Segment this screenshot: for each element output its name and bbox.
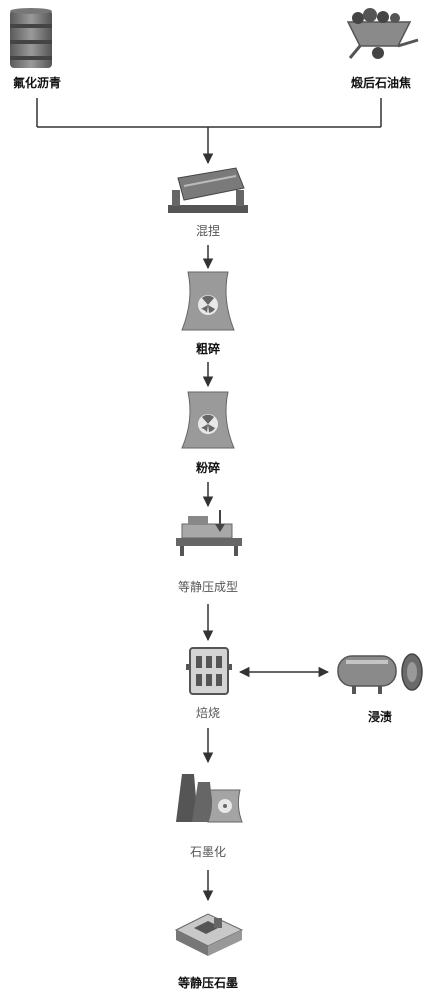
isostatic-press-icon xyxy=(176,510,242,556)
node-label-graphitization: 石墨化 xyxy=(189,845,227,859)
node-label-grinding: 粉碎 xyxy=(195,461,221,475)
node-label-coarse-crushing: 粗碎 xyxy=(195,342,221,356)
impregnation-tank-icon xyxy=(337,653,423,694)
wheelbarrow-icon xyxy=(346,8,419,59)
node-label-impregnation: 浸渍 xyxy=(367,710,393,724)
node-label-isostatic-graphite: 等静压石墨 xyxy=(177,976,239,990)
grinder-tower-icon xyxy=(181,391,235,449)
graphitization-plant-icon xyxy=(176,774,243,823)
graphite-product-icon xyxy=(174,913,244,956)
node-label-roasting: 焙烧 xyxy=(195,706,221,720)
roasting-furnace-icon xyxy=(186,647,232,695)
node-label-fluorinated-pitch: 氟化沥青 xyxy=(12,76,62,90)
node-label-isostatic-pressing: 等静压成型 xyxy=(177,580,239,594)
crusher-tower-icon xyxy=(181,271,235,331)
kneading-machine-icon xyxy=(168,167,248,213)
node-label-calcined-coke: 煅后石油焦 xyxy=(350,76,412,90)
node-label-kneading: 混捏 xyxy=(195,224,221,238)
barrel-icon xyxy=(10,8,52,68)
